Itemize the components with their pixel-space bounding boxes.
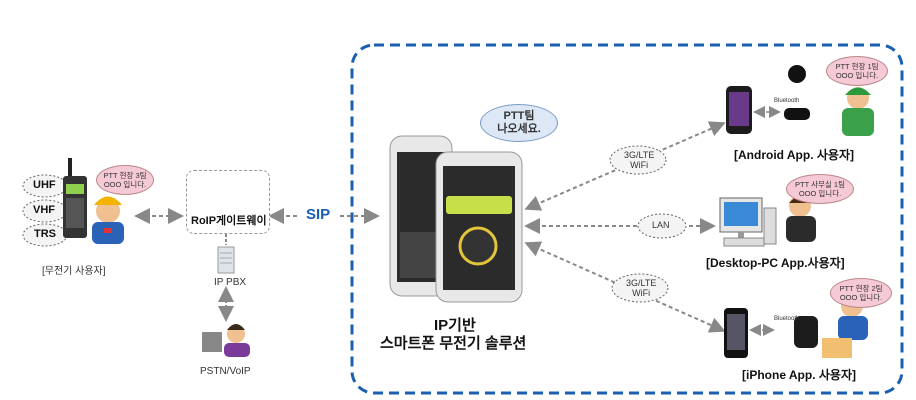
link-cloud-desktop [637,213,687,239]
solution-title-line1: IP기반 [434,317,476,334]
iphone-user-speech-bubble: PTT 현장 2팀 OOO 입니다. [830,278,892,308]
android-bluetooth-label: Bluetooth [774,98,800,104]
roip-gateway-label: RoIP게이트웨이 [191,215,267,227]
bluetooth-speaker-icon [794,316,818,348]
solution-speech-bubble: PTT팀 나오세요. [480,104,558,142]
android-user-speech-bubble: PTT 현장 1팀 OOO 입니다. [826,56,888,86]
iphone-bluetooth-label: Bluetooth [774,316,800,322]
android-phone-icon [726,86,752,134]
desktop-user-label: [Desktop-PC App.사용자] [706,256,845,270]
link-cloud-iphone [611,273,669,303]
pstn-voip-label: PSTN/VoIP [200,366,251,377]
radio-user-avatar [92,196,124,244]
smartphone-front-icon [435,151,523,303]
radio-user-label: [무전기 사용자] [42,266,106,277]
iphone-user-label: [iPhone App. 사용자] [742,368,856,382]
cloud-uhf-label: UHF [33,179,56,191]
roip-gateway-box [186,170,270,234]
solution-boundary [350,43,904,395]
cloud-trs-label: TRS [34,228,56,240]
desktop-user-avatar [786,195,816,242]
ip-pbx-server-icon [217,246,235,274]
desktop-pc-icon [719,197,777,247]
android-user-avatar [842,87,874,136]
desktop-user-speech-bubble: PTT 사무실 1팀 OOO 입니다. [786,174,854,204]
android-user-label: [Android App. 사용자] [734,148,854,162]
cloud-vhf-label: VHF [33,204,55,216]
sip-label: SIP [306,206,331,223]
link-android-label: 3G/LTE WiFi [624,150,655,170]
bluetooth-headset-icon [784,65,810,120]
radio-user-speech-bubble: PTT 현장 3팀 OOO 입니다. [96,165,154,195]
link-desktop-label: LAN [652,220,670,230]
link-iphone-label: 3G/LTE WiFi [626,278,657,298]
walkie-talkie-icon [63,158,87,238]
ip-pbx-label: IP PBX [214,277,247,288]
solution-title-line2: 스마트폰 무전기 솔루션 [380,335,527,352]
iphone-icon [724,308,748,358]
link-cloud-android [609,145,667,175]
pstn-user-avatar [202,324,250,357]
